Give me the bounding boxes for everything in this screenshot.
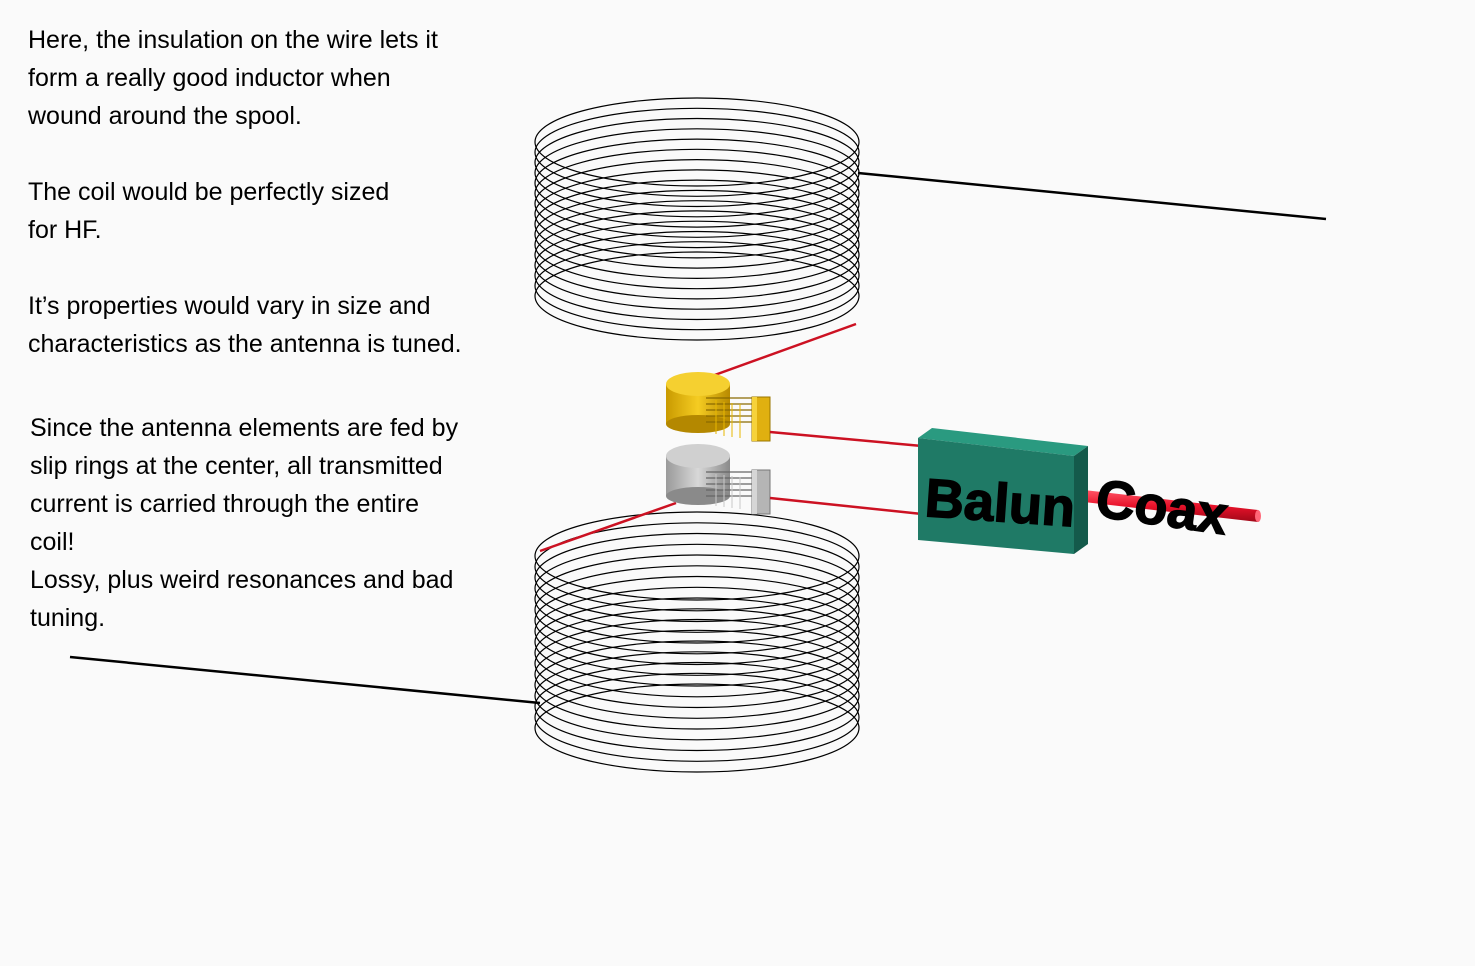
coil-turn [534,586,860,676]
note-line: current is carried through the entire [30,490,420,518]
coil-turn [534,200,860,290]
coil-turn [534,97,860,187]
coil-turn [534,597,860,687]
lower-coil-feed-wire [539,501,677,553]
coil-turn [534,608,860,698]
coil-turn [534,128,860,218]
coil-turn [534,159,860,249]
coil-turn [534,179,860,269]
coil-turn [534,618,860,709]
note-line: for HF. [28,216,102,244]
coil-turn [534,532,860,623]
note-line: coil! [30,528,75,556]
insulation-note: Here, the insulation on the wire lets it… [28,21,438,135]
note-line: Lossy, plus weird resonances and bad [30,566,454,594]
upper-slip-ring [666,372,771,442]
coil-turn [534,138,860,228]
balun-label: Balun [923,468,1077,538]
coil-turn [534,683,860,773]
coil-turn [534,554,860,644]
coil-turn [534,661,860,752]
coil-turn [534,169,860,259]
coil-turn [534,522,860,612]
coil-turn [534,241,860,331]
coil-turn [534,251,860,341]
coax-cable [1084,490,1261,522]
coil-size-note: The coil would be perfectly sized for HF… [28,173,389,249]
coil-turn [534,640,860,730]
note-line: slip rings at the center, all transmitte… [30,452,443,480]
coil-turn [534,575,860,666]
note-line: characteristics as the antenna is tuned. [28,330,462,358]
balun-box [918,428,1088,554]
coil-turn [534,511,860,601]
note-line: It’s properties would vary in size and [28,292,431,320]
coil-turn [534,565,860,655]
slip-rings-note: Since the antenna elements are fed by sl… [30,409,458,637]
lower-coil-lead-wire [69,655,541,705]
coil-turn [534,117,860,208]
coil-turn [534,107,860,197]
note-line: wound around the spool. [28,102,302,130]
upper-coil-lead-wire [857,171,1327,221]
lower-slip-ring [666,444,771,515]
note-line: Here, the insulation on the wire lets it [28,26,438,54]
upper-ring-to-balun-wire [769,430,923,448]
coil-turn [534,148,860,238]
coil-turn [534,629,860,719]
upper-coil-feed-wire [697,322,857,383]
coax-label: Coax [1092,468,1231,546]
coil-turn [534,543,860,633]
coil-turn [534,672,860,762]
coil-turn [534,230,860,321]
properties-note: It’s properties would vary in size and c… [28,287,462,363]
lower-coil [534,511,860,773]
coil-turn [534,220,860,310]
note-line: Since the antenna elements are fed by [30,414,459,442]
coil-turn [534,210,860,300]
coil-turn [534,651,860,741]
lower-ring-to-balun-wire [769,496,923,516]
note-line: form a really good inductor when [28,64,391,92]
note-line: The coil would be perfectly sized [28,178,390,206]
note-line: tuning. [30,604,106,632]
coil-turn [534,189,860,279]
upper-coil [534,97,860,341]
